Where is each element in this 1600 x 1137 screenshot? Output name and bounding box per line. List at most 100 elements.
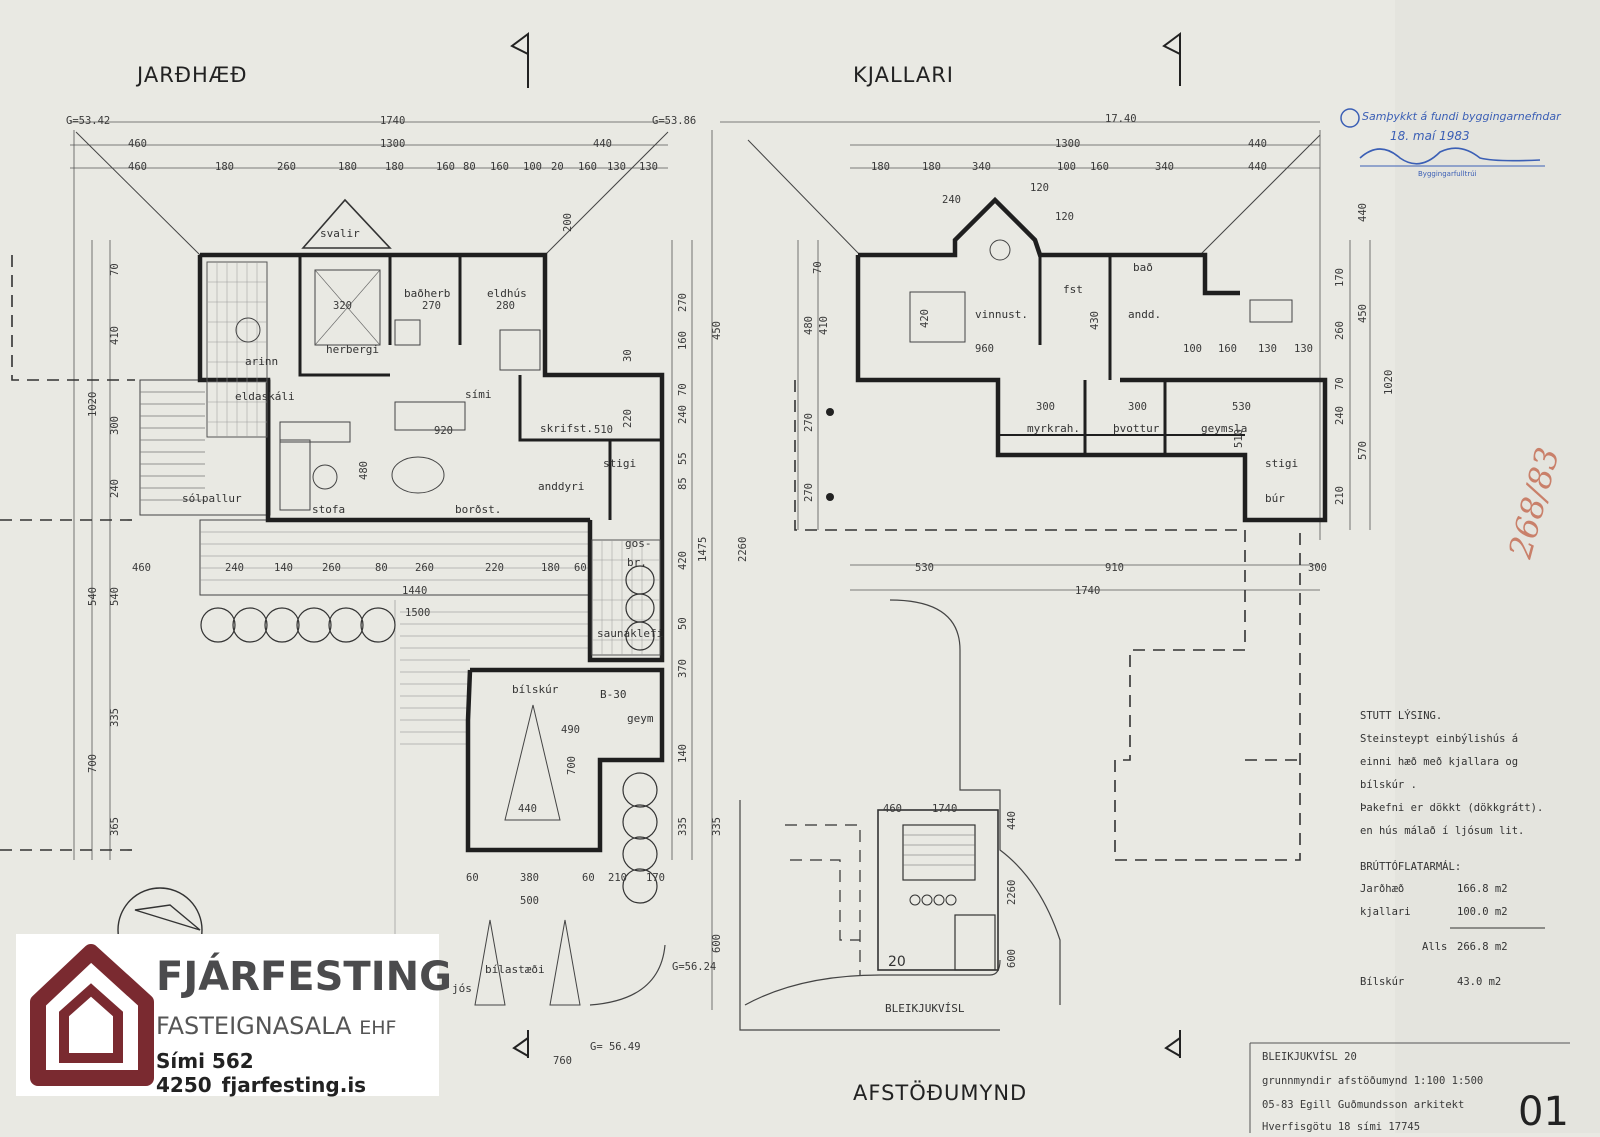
site-dim: 440 [1006,811,1018,830]
dim-left: 365 [109,817,121,836]
dim-room: 270 [422,300,441,312]
dim-mid: 180 [541,562,560,574]
site-dim: 1740 [932,803,957,815]
room-svalir: svalir [320,227,360,240]
brand-sub-ehf: EHF [359,1017,397,1039]
room-bathroom: baðherb [404,287,450,300]
site-plan: BLEIKJUKVÍSL 20 460 1740 440 2260 600 [739,599,1061,1031]
dim-room: 700 [566,756,578,775]
dim-right-b: 450 [1357,304,1369,323]
dim-basement: 300 [1128,401,1147,413]
grade-right: G=53.86 [652,115,696,127]
areas-heading: BRÚTTÓFLATARMÁL: [1360,860,1461,873]
dim-top1: 440 [1248,138,1267,150]
dim-top2: 340 [1155,161,1174,173]
room-simi: sími [465,388,492,401]
room-anddyri: anddyri [538,480,584,493]
dim-mid: 260 [415,562,434,574]
area-value: 100.0 m2 [1457,906,1508,918]
area-value: 166.8 m2 [1457,883,1508,895]
dim-bot: 380 [520,872,539,884]
dim-bot1: 910 [1105,562,1124,574]
crest-icon [1340,108,1360,128]
title-line2: grunnmyndir afstöðumynd 1:100 1:500 [1262,1075,1483,1087]
garage-label: Bílskúr [1360,976,1404,988]
dim-mid: 80 [375,562,388,574]
dim-top2: 180 [338,161,357,173]
room-herbergi: herbergi [326,343,379,356]
title-line3: 05-83 Egill Guðmundsson arkitekt [1262,1099,1464,1111]
dim-overall: 1740 [380,115,405,127]
dim-right: 270 [677,293,689,312]
room-entry: andd. [1128,308,1161,321]
dim-basement: 300 [1036,401,1055,413]
dim-top2: 160 [436,161,455,173]
dim-right: 335 [677,817,689,836]
website-link[interactable]: fjarfesting.is [221,1073,367,1097]
grade-left: G=53.42 [66,115,110,127]
dim-right: 85 [677,477,689,490]
room-darkroom: myrkrah. [1027,422,1080,435]
room-bath: bað [1133,261,1153,274]
dim-right-b: 210 [1334,486,1346,505]
room-stofa: stofa [312,503,345,516]
dim-room: 510 [594,424,613,436]
approval-stamp: Samþykkt á fundi byggingarnefndar 18. ma… [1340,108,1562,178]
dim-room: 920 [434,425,453,437]
dim-top2: 440 [1248,161,1267,173]
dim-room: 440 [518,803,537,815]
room-solpallur: sólpallur [182,492,242,505]
dim-right: 160 [677,331,689,350]
description-notes: STUTT LÝSING. Steinsteypt einbýlishús á … [1360,709,1545,988]
dim-bot: 500 [520,895,539,907]
notes-heading: STUTT LÝSING. [1360,709,1442,722]
site-dim: 600 [1006,949,1018,968]
room-sauna: saunaklefi [597,627,663,640]
room-parking: bílastæði [485,963,545,976]
dim-basement: 960 [975,343,994,355]
dim-right-b: 240 [1334,406,1346,425]
label-jos: jós [452,982,472,995]
dim-row: 130 [1294,343,1313,355]
dim-right: 2260 [737,537,749,562]
dim-mid: 140 [274,562,293,574]
dim-basement: 420 [919,309,931,328]
dim-mid: 60 [574,562,587,574]
room-skrifst: skrifst. [540,422,593,435]
street-name: BLEIKJUKVÍSL [885,1002,965,1015]
dim-room: 490 [561,724,580,736]
dim-right: 50 [677,617,689,630]
dim-left: 70 [109,263,121,276]
dim-mid: 1500 [405,607,430,619]
agency-logo: FJÁRFESTING FASTEIGNASALA EHF Sími 562 4… [16,934,452,1097]
room-stigi: stigi [603,457,636,470]
dim-top2: 100 [1057,161,1076,173]
total-label: Alls [1422,941,1447,953]
dim-left: 300 [109,416,121,435]
dim-right: 220 [622,409,634,428]
dim-top2: 460 [128,161,147,173]
dim-basement: 120 [1055,211,1074,223]
room-geym: geym [627,712,654,725]
dim-right: 55 [677,452,689,465]
dim-mid: 1440 [402,585,427,597]
dim-top1: 1300 [380,138,405,150]
room-gos: gos- [625,537,652,550]
dim-bot: 170 [646,872,665,884]
dim-left: 1020 [87,392,99,417]
dim-basement: 120 [1030,182,1049,194]
dim-top2: 340 [972,161,991,173]
room-pantry: búr [1265,492,1285,505]
basement-title: KJALLARI [853,63,954,87]
paper-edge [1395,0,1600,1133]
brand-name: FJÁRFESTING [156,954,452,1000]
brand-sub-main: FASTEIGNASALA [156,1012,352,1040]
dim-top2: 180 [871,161,890,173]
dim-bot: 760 [553,1055,572,1067]
dim-basement: 510 [1233,429,1245,448]
room-eldaskali: eldaskáli [235,390,295,403]
notes-line: en hús málað í ljósum lit. [1360,825,1524,837]
area-label: Jarðhæð [1360,883,1404,895]
dim-bot: 60 [466,872,479,884]
